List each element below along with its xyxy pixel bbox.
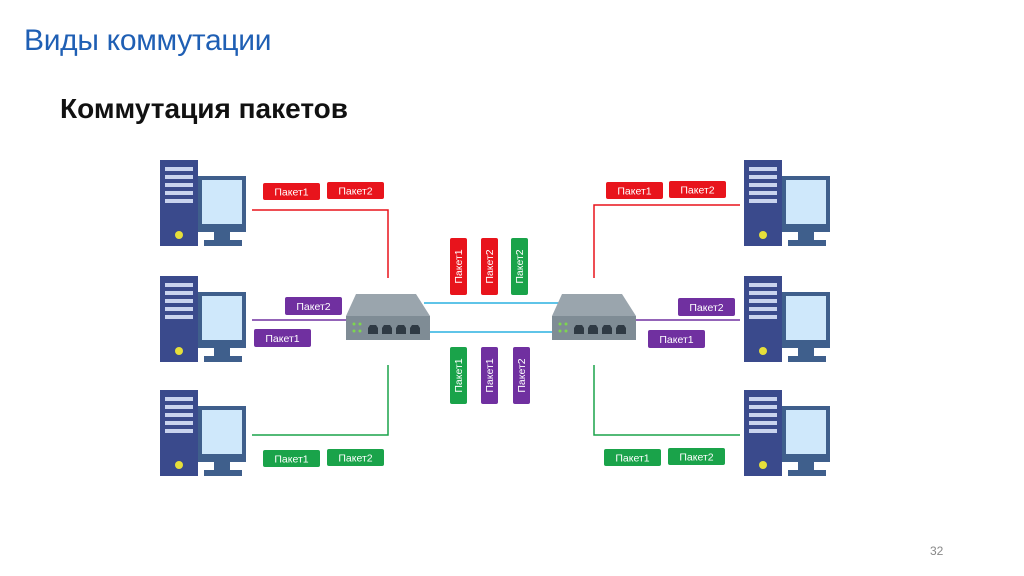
svg-text:Пакет1: Пакет1 — [265, 333, 299, 345]
svg-text:Пакет1: Пакет1 — [453, 358, 465, 392]
green-link-right — [593, 365, 740, 436]
packet-mid-top-red-1: Пакет1 — [450, 238, 467, 295]
svg-text:Пакет2: Пакет2 — [679, 452, 713, 464]
svg-text:Пакет1: Пакет1 — [659, 334, 693, 346]
slide-subtitle: Коммутация пакетов — [60, 93, 348, 124]
page-number: 32 — [930, 544, 944, 558]
switch-left — [346, 294, 430, 340]
packet-green-left-2: Пакет2 — [327, 449, 384, 466]
svg-text:Пакет2: Пакет2 — [514, 249, 526, 283]
packet-mid-bottom-purple-1: Пакет1 — [481, 347, 498, 404]
packet-red-right-1: Пакет1 — [606, 182, 663, 199]
svg-text:Пакет1: Пакет1 — [484, 358, 496, 392]
svg-text:Пакет1: Пакет1 — [274, 454, 308, 466]
slide-title: Виды коммутации — [24, 24, 272, 57]
computer-top-left — [160, 160, 246, 246]
red-link-right — [593, 204, 740, 278]
packet-green-right-2: Пакет2 — [668, 448, 725, 465]
svg-text:Пакет2: Пакет2 — [338, 453, 372, 465]
packet-red-right-2: Пакет2 — [669, 181, 726, 198]
svg-text:Пакет1: Пакет1 — [615, 453, 649, 465]
svg-text:Пакет2: Пакет2 — [680, 185, 714, 197]
connection-lines — [252, 204, 740, 436]
computer-bottom-right — [744, 390, 830, 476]
computer-middle-right — [744, 276, 830, 362]
svg-text:Пакет1: Пакет1 — [617, 186, 651, 198]
packet-purple-right-1: Пакет1 — [648, 330, 705, 348]
packet-mid-top-red-2: Пакет2 — [481, 238, 498, 295]
computer-top-right — [744, 160, 830, 246]
svg-text:Пакет1: Пакет1 — [453, 249, 465, 283]
svg-text:Пакет2: Пакет2 — [296, 301, 330, 313]
red-link-left — [252, 209, 389, 278]
packet-purple-left-2: Пакет2 — [285, 297, 342, 315]
green-link-left — [252, 365, 389, 436]
packet-green-right-1: Пакет1 — [604, 449, 661, 466]
packet-purple-right-2: Пакет2 — [678, 298, 735, 316]
packet-purple-left-1: Пакет1 — [254, 329, 311, 347]
packet-green-left-1: Пакет1 — [263, 450, 320, 467]
computer-middle-left — [160, 276, 246, 362]
packet-mid-bottom-green-1: Пакет1 — [450, 347, 467, 404]
svg-text:Пакет2: Пакет2 — [516, 358, 528, 392]
packet-mid-top-green-2: Пакет2 — [511, 238, 528, 295]
computer-bottom-left — [160, 390, 246, 476]
switch-right — [552, 294, 636, 340]
svg-text:Пакет2: Пакет2 — [689, 302, 723, 314]
packet-red-left-2: Пакет2 — [327, 182, 384, 199]
packet-red-left-1: Пакет1 — [263, 183, 320, 200]
svg-text:Пакет1: Пакет1 — [274, 187, 308, 199]
svg-text:Пакет2: Пакет2 — [338, 186, 372, 198]
packet-mid-bottom-purple-2: Пакет2 — [513, 347, 530, 404]
svg-text:Пакет2: Пакет2 — [484, 249, 496, 283]
